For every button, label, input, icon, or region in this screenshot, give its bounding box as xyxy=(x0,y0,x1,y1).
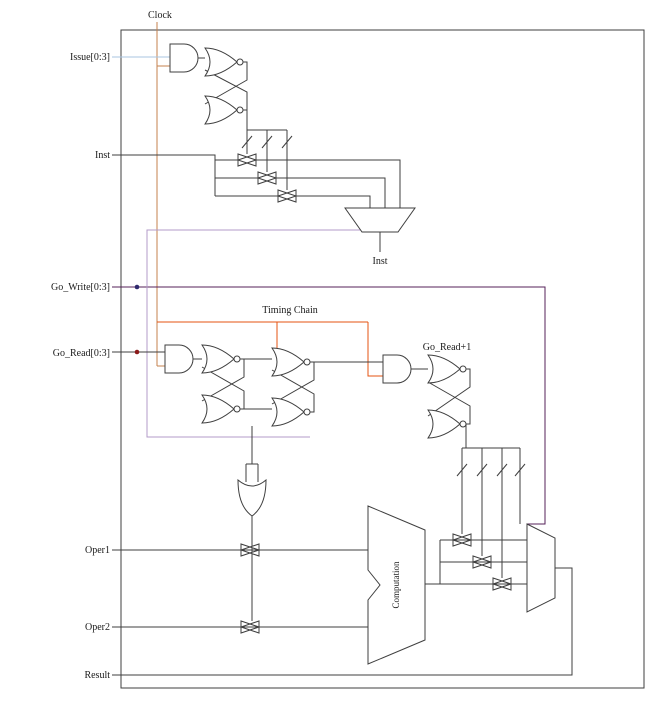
transmission-gate xyxy=(237,153,257,167)
and-gate xyxy=(169,43,199,73)
result-mux-wires xyxy=(425,539,527,585)
clock-label: Clock xyxy=(148,10,172,21)
go-read-plus1-wires xyxy=(411,368,521,578)
nor-gate xyxy=(271,397,311,427)
schematic-border xyxy=(120,29,645,689)
result-mux xyxy=(526,523,556,613)
instruction-mux xyxy=(344,207,416,233)
timing-chain-label: Timing Chain xyxy=(262,305,317,316)
read-enable-wires xyxy=(245,426,259,621)
go-read-label: Go_Read[0:3] xyxy=(53,348,110,359)
and-gate xyxy=(382,354,412,384)
inst-output-label: Inst xyxy=(373,256,388,267)
nor-gate xyxy=(427,409,467,439)
nor-gate xyxy=(201,344,241,374)
issue-latch-wires xyxy=(198,57,248,111)
inst-input-label: Inst xyxy=(95,150,110,161)
nor-gate xyxy=(427,354,467,384)
timing-chain-wire xyxy=(157,321,383,377)
transmission-gate xyxy=(277,189,297,203)
clock-wire xyxy=(156,22,170,367)
inst-bus-wires xyxy=(112,154,401,252)
operand-wires xyxy=(112,549,368,628)
issue-label: Issue[0:3] xyxy=(70,52,110,63)
go-read-plus1-label: Go_Read+1 xyxy=(423,342,471,353)
go-write-label: Go_Write[0:3] xyxy=(51,282,110,293)
result-label: Result xyxy=(84,670,110,681)
and-gate xyxy=(164,344,194,374)
go-read-junction-dot xyxy=(134,349,140,355)
computation-unit xyxy=(367,505,426,665)
nor-gate xyxy=(271,347,311,377)
go-read-latch-wires xyxy=(112,351,383,413)
nor-gate xyxy=(204,95,244,125)
mux-select-wire xyxy=(146,229,362,438)
go-write-wire xyxy=(112,286,546,525)
oper1-label: Oper1 xyxy=(85,545,110,556)
transmission-gate xyxy=(257,171,277,185)
oper2-label: Oper2 xyxy=(85,622,110,633)
nor-gate xyxy=(204,47,244,77)
result-wire xyxy=(112,567,573,676)
computation-label: Computation xyxy=(391,561,401,608)
or-gate xyxy=(237,478,267,517)
nor-gate xyxy=(201,394,241,424)
go-write-junction-dot xyxy=(134,284,140,290)
